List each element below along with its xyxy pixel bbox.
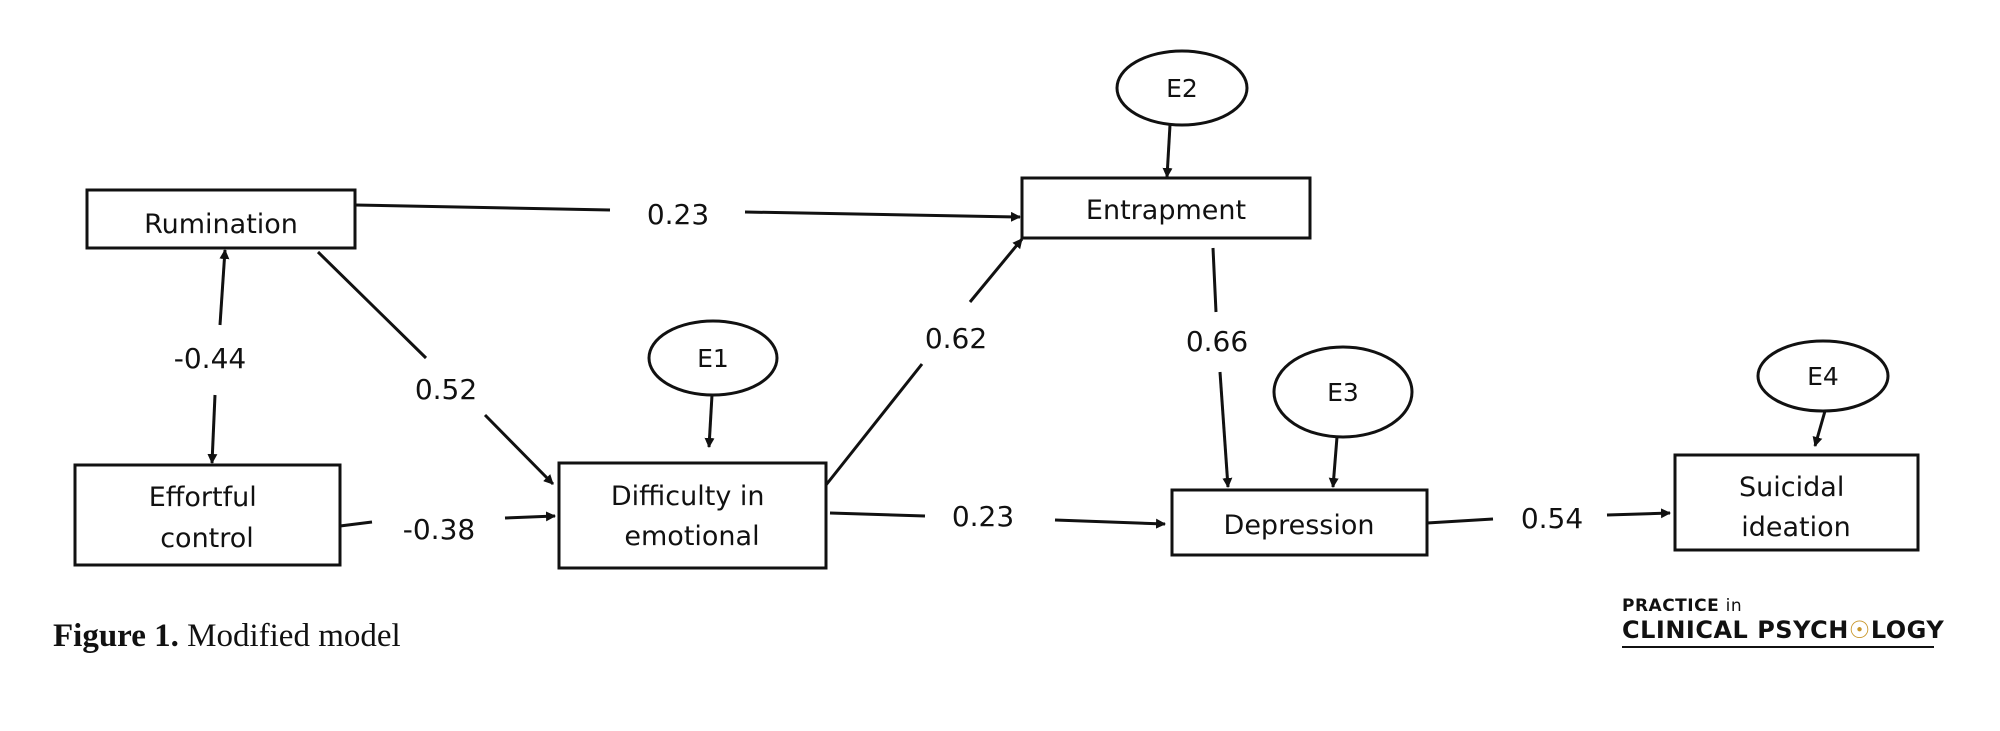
logo-line1-prefix: PRACTICE bbox=[1622, 596, 1720, 616]
node-difficulty-line1: Difficulty in bbox=[611, 481, 765, 512]
node-rumination-label: Rumination bbox=[144, 209, 298, 240]
coef-entrapment-to-depression: 0.66 bbox=[1186, 325, 1248, 358]
path-effortful-rumination-covariance bbox=[207, 249, 230, 464]
journal-logo: PRACTICE in CLINICAL PSYCH☉LOGY bbox=[1622, 596, 1944, 648]
coef-difficulty-to-depression: 0.23 bbox=[952, 500, 1014, 533]
node-effortful-control-line1: Effortful bbox=[149, 482, 257, 513]
error-e2-label: E2 bbox=[1166, 74, 1198, 103]
node-effortful-control: Effortful control bbox=[73, 463, 342, 567]
figure-caption-text: Modified model bbox=[187, 618, 401, 654]
node-suicidal-ideation: Suicidal ideation bbox=[1673, 453, 1920, 552]
error-e4: E4 bbox=[1756, 339, 1890, 413]
error-e4-label: E4 bbox=[1807, 362, 1839, 391]
node-difficulty-emotional: Difficulty in emotional bbox=[557, 461, 828, 570]
svg-text:Depression: Depression bbox=[1224, 510, 1375, 541]
svg-text:Difficulty in emotional: Difficulty in emotional bbox=[611, 481, 773, 552]
node-suicidal-line2: ideation bbox=[1741, 512, 1851, 543]
node-entrapment-label: Entrapment bbox=[1086, 195, 1246, 226]
node-entrapment: Entrapment bbox=[1020, 176, 1312, 240]
coef-depression-to-suicidal: 0.54 bbox=[1521, 502, 1583, 535]
logo-line1: PRACTICE in bbox=[1622, 596, 1934, 616]
coef-effortful-to-difficulty: -0.38 bbox=[403, 513, 475, 546]
logo-line2-b: LOGY bbox=[1870, 616, 1945, 644]
svg-text:Suicidal ideation: Suicidal ideation bbox=[1739, 472, 1853, 543]
error-e3-label: E3 bbox=[1327, 378, 1359, 407]
path-difficulty-to-depression bbox=[829, 511, 1166, 529]
error-e2: E2 bbox=[1115, 49, 1249, 127]
node-effortful-control-line2: control bbox=[160, 523, 254, 554]
logo-line1-suffix: in bbox=[1725, 596, 1743, 616]
node-depression: Depression bbox=[1170, 488, 1429, 557]
svg-text:Entrapment: Entrapment bbox=[1086, 195, 1246, 226]
logo-o-icon: ☉ bbox=[1848, 616, 1871, 644]
error-e1-label: E1 bbox=[697, 344, 729, 373]
path-rumination-to-difficulty bbox=[316, 250, 555, 486]
error-e1: E1 bbox=[647, 319, 779, 397]
path-depression-to-suicidal bbox=[1426, 508, 1671, 525]
node-rumination: Rumination bbox=[85, 188, 357, 250]
figure-caption-label: Figure 1. bbox=[53, 618, 179, 654]
figure-caption: Figure 1. Modified model bbox=[53, 618, 401, 655]
logo-line2: CLINICAL PSYCH☉LOGY bbox=[1622, 616, 1944, 648]
path-effortful-to-difficulty bbox=[339, 511, 556, 528]
coef-effortful-rumination: -0.44 bbox=[174, 342, 246, 375]
path-rumination-to-entrapment bbox=[354, 203, 1021, 222]
path-e2-to-entrapment bbox=[1162, 124, 1173, 178]
logo-line2-a: CLINICAL PSYCH bbox=[1622, 616, 1849, 644]
node-depression-label: Depression bbox=[1224, 510, 1375, 541]
node-difficulty-line2: emotional bbox=[624, 521, 759, 552]
coef-rumination-to-entrapment: 0.23 bbox=[647, 198, 709, 231]
path-e1-to-difficulty bbox=[704, 394, 715, 448]
coef-difficulty-to-entrapment: 0.62 bbox=[925, 322, 987, 355]
path-difficulty-to-entrapment bbox=[824, 238, 1024, 486]
node-suicidal-line1: Suicidal bbox=[1739, 472, 1844, 503]
error-e3: E3 bbox=[1272, 345, 1414, 439]
path-entrapment-to-depression bbox=[1211, 247, 1233, 488]
svg-text:Effortful control: Effortful control bbox=[149, 482, 266, 554]
coef-rumination-to-difficulty: 0.52 bbox=[415, 373, 477, 406]
svg-text:Rumination: Rumination bbox=[144, 209, 298, 240]
path-e4-to-suicidal bbox=[1812, 410, 1827, 447]
path-e3-to-depression bbox=[1328, 436, 1339, 488]
